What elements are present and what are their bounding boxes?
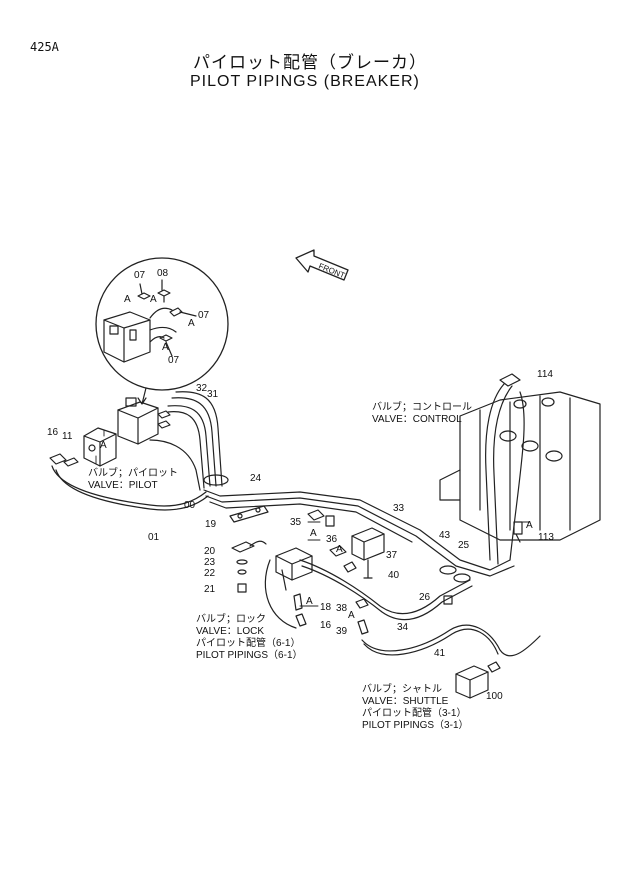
part-number: 32 [196,383,208,394]
part-number: 36 [326,534,338,545]
part-number: 26 [419,592,431,603]
clamp-24 [203,474,229,486]
part-number: 31 [207,389,219,400]
part-number: 19 [205,519,217,530]
bolt-40 [363,559,373,579]
detail-letter: A [100,440,107,451]
fitting-35 [307,509,325,521]
pipe-bundle-31-32 [149,391,223,491]
detail-letter: A [336,544,343,555]
part-number: 22 [204,568,216,579]
lock-valve [275,547,313,627]
page-number: 425A [30,40,59,54]
detail-letter: A [188,318,195,329]
part-number: 11 [62,431,73,442]
part-number: 34 [397,622,409,633]
part-number: 23 [204,557,216,568]
bolt-26 [443,595,453,605]
part-number: 21 [204,584,216,595]
valve-control-callout: バルブ；コントロール VALVE：CONTROL [372,402,472,425]
detail-letter: A [526,520,533,531]
title-japanese: パイロット配管（ブレーカ） [193,53,427,73]
part-number: 07 [168,355,180,366]
part-number: 16 [47,427,59,438]
part-number: 07 [198,310,210,321]
part-number: 08 [157,268,169,279]
detail-letter: A [348,610,355,621]
detail-letter: A [124,294,131,305]
pipe-control-left [485,383,505,561]
fitting-36 [329,545,347,557]
pipe-33-route [203,489,515,577]
detail-letter: A [150,294,157,305]
pipe-34 [299,559,471,615]
detail-letter: A [310,528,317,539]
fitting-39 [357,619,369,635]
part-number: 37 [386,550,398,561]
part-number: 113 [538,532,554,543]
valve-pilot-callout: バルブ；パイロット VALVE：PILOT [88,468,178,491]
part-number: 40 [388,570,400,581]
part-number: 00 [184,500,196,511]
pilot-valve-body [117,397,171,445]
bolt-stack-20-23 [231,540,267,593]
front-label: FRONT [317,262,346,281]
control-valve [439,373,601,543]
bracket-19 [229,505,269,523]
part-number: 25 [458,540,470,551]
title-english: PILOT PIPINGS (BREAKER) [190,73,420,90]
detail-a-markers [95,429,531,607]
part-number: 38 [336,603,348,614]
detail-letter: A [306,596,313,607]
left-pilot-valve [49,427,117,467]
valve-shuttle-callout: バルブ；シャトル VALVE：SHUTTLE パイロット配管（3-1） PILO… [362,684,469,731]
hose-01 [51,465,207,507]
part-number: 33 [393,503,405,514]
shuttle-valve [455,661,501,699]
part-number: 100 [486,691,503,702]
part-number: 24 [250,473,262,484]
inset-pointer [137,387,147,405]
hose-41 [361,624,541,657]
part-number: 39 [336,626,348,637]
valve-lock-callout: バルブ；ロック VALVE：LOCK パイロット配管（6-1） PILOT PI… [196,614,303,661]
part-number: 35 [290,517,302,528]
part-number: 07 [134,270,146,281]
part-number: 114 [537,369,553,380]
detail-inset [95,257,229,391]
fitting-38 [355,598,369,609]
part-number: 01 [148,532,160,543]
block-37 [351,527,385,561]
part-number: 41 [434,648,446,659]
clamp-25 [453,573,471,583]
detail-letter: A [162,342,169,353]
front-arrow: FRONT [295,249,349,281]
part-number: 16 [320,620,332,631]
part-number: 20 [204,546,216,557]
part-number: 43 [439,530,451,541]
part-number: 18 [320,602,332,613]
clamp-43 [439,565,457,575]
